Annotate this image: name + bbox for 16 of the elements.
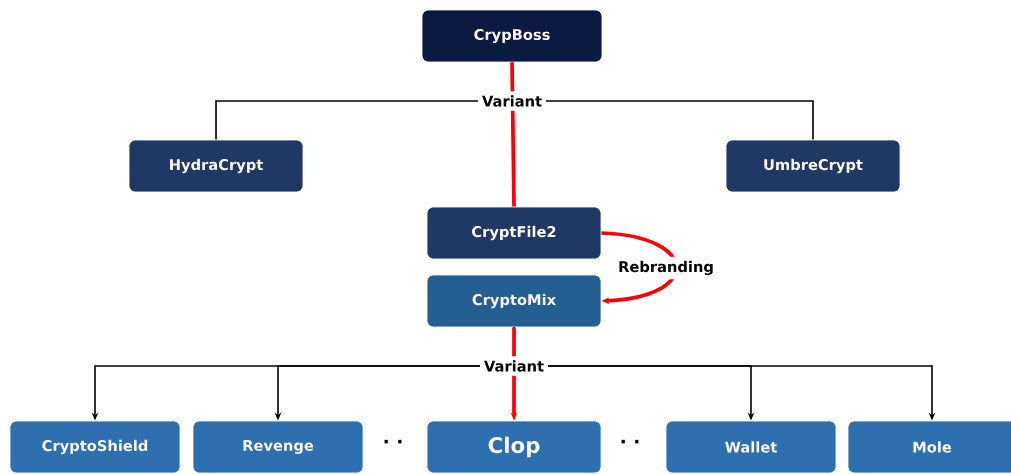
process-box: CryptFile2 [426, 206, 602, 260]
process-box: UmbreCrypt [725, 139, 901, 193]
process-box: CryptoShield [9, 420, 181, 474]
edge-label: Variant [480, 356, 549, 376]
connector [510, 62, 516, 207]
process-box: Mole [847, 420, 1011, 474]
process-box: Wallet [665, 420, 837, 474]
process-box: Clop [426, 420, 602, 474]
ellipsis-dots: · · [621, 439, 639, 444]
edge-label: Rebranding [614, 256, 718, 280]
process-box: CryptoMix [426, 274, 602, 328]
process-box: Revenge [192, 420, 364, 474]
process-box: HydraCrypt [128, 139, 304, 193]
edge-label: Variant [478, 91, 547, 111]
process-box: CrypBoss [421, 9, 603, 63]
ellipsis-dots: · · [384, 439, 402, 444]
